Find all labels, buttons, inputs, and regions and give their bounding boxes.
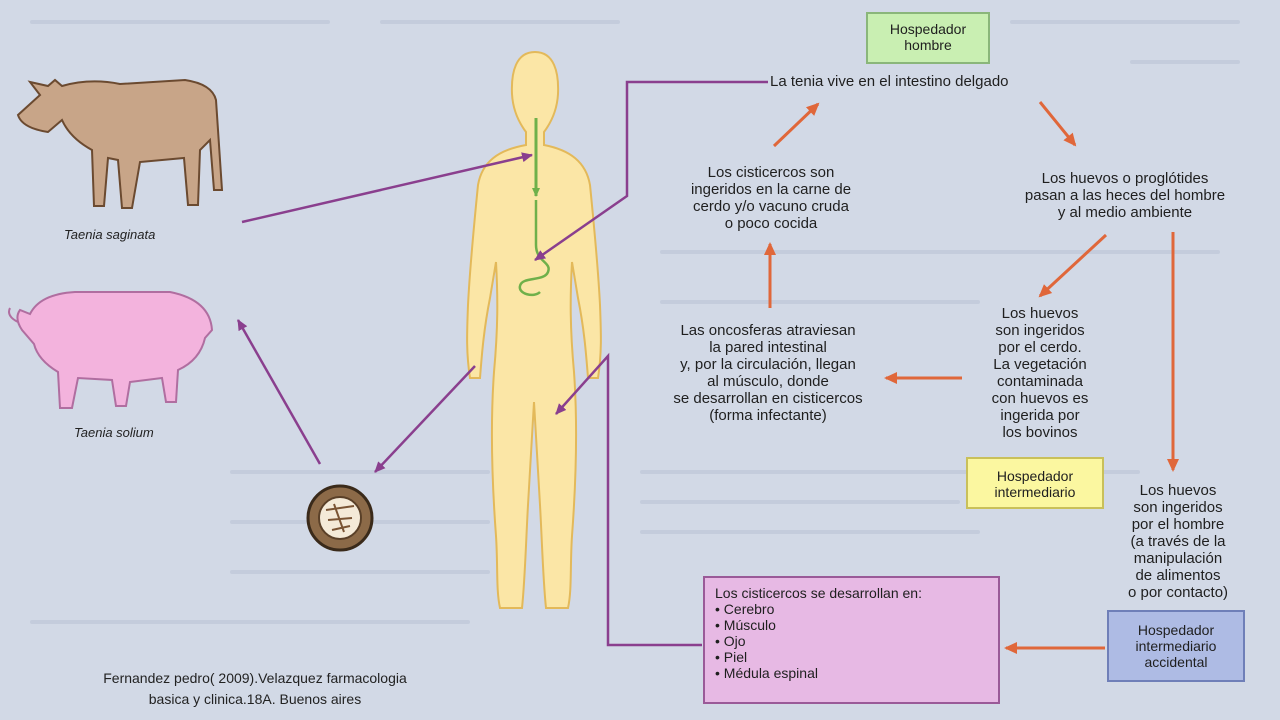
cysticerci-locations-title: Los cisticercos se desarrollan en: xyxy=(715,585,922,601)
arrow-ingestion-to-adult xyxy=(772,102,820,148)
background-texture-line xyxy=(660,300,980,304)
arrow-feces-to-animal xyxy=(1038,233,1108,298)
background-texture-line xyxy=(1130,60,1240,64)
human-body-outline xyxy=(466,50,602,609)
citation: Fernandez pedro( 2009).Velazquez farmaco… xyxy=(103,670,407,707)
background-texture-line xyxy=(30,620,470,624)
background-texture-line xyxy=(1010,20,1240,24)
cow-label: Taenia saginata xyxy=(64,227,156,242)
background-texture-line xyxy=(640,500,960,504)
location-item: Cerebro xyxy=(715,601,988,617)
eggs-ingested-by-human-text: Los huevos son ingeridos por el hombre (… xyxy=(1127,482,1229,601)
location-item: Ojo xyxy=(715,633,988,649)
pig-illustration xyxy=(8,291,214,409)
background-texture-line xyxy=(640,530,980,534)
arrow-human-to-egg xyxy=(374,365,476,473)
intermediate-host-box: Hospedador intermediario xyxy=(966,457,1104,509)
cow-illustration xyxy=(16,78,224,209)
background-texture-line xyxy=(380,20,620,24)
tapeworm-egg-illustration xyxy=(306,484,374,552)
definitive-host-box: Hospedador hombre xyxy=(866,12,990,64)
background-texture-line xyxy=(230,470,490,474)
cysticerci-locations-box: Los cisticercos se desarrollan en: Cereb… xyxy=(703,576,1000,704)
arrow-cycle-to-intestine xyxy=(534,80,768,262)
accidental-host-box: Hospedador intermediario accidental xyxy=(1107,610,1245,682)
location-item: Músculo xyxy=(715,617,988,633)
background-texture-line xyxy=(660,250,1220,254)
location-item: Médula espinal xyxy=(715,665,988,681)
eggs-ingested-by-animal-text: Los huevos son ingeridos por el cerdo. L… xyxy=(991,305,1089,441)
pig-label: Taenia solium xyxy=(74,425,154,440)
background-texture-line xyxy=(640,470,1140,474)
arrow-egg-to-pig xyxy=(236,319,322,465)
arrow-cow-to-human xyxy=(241,152,533,224)
adult-in-intestine-text: La tenia vive en el intestino delgado xyxy=(770,73,1009,90)
eggs-in-feces-text: Los huevos o proglótides pasan a las hec… xyxy=(1024,170,1226,221)
arrow-adult-to-eggs-feces xyxy=(1038,101,1077,147)
oncospheres-text: Las oncosferas atraviesan la pared intes… xyxy=(673,322,863,424)
arrow-cyst-box-to-human xyxy=(555,352,702,647)
background-texture-line xyxy=(30,20,330,24)
location-item: Piel xyxy=(715,649,988,665)
cysticerci-ingested-text: Los cisticercos son ingeridos en la carn… xyxy=(690,164,852,232)
cysticerci-locations-list: Cerebro Músculo Ojo Piel Médula espinal xyxy=(715,601,988,681)
background-texture-line xyxy=(230,570,490,574)
